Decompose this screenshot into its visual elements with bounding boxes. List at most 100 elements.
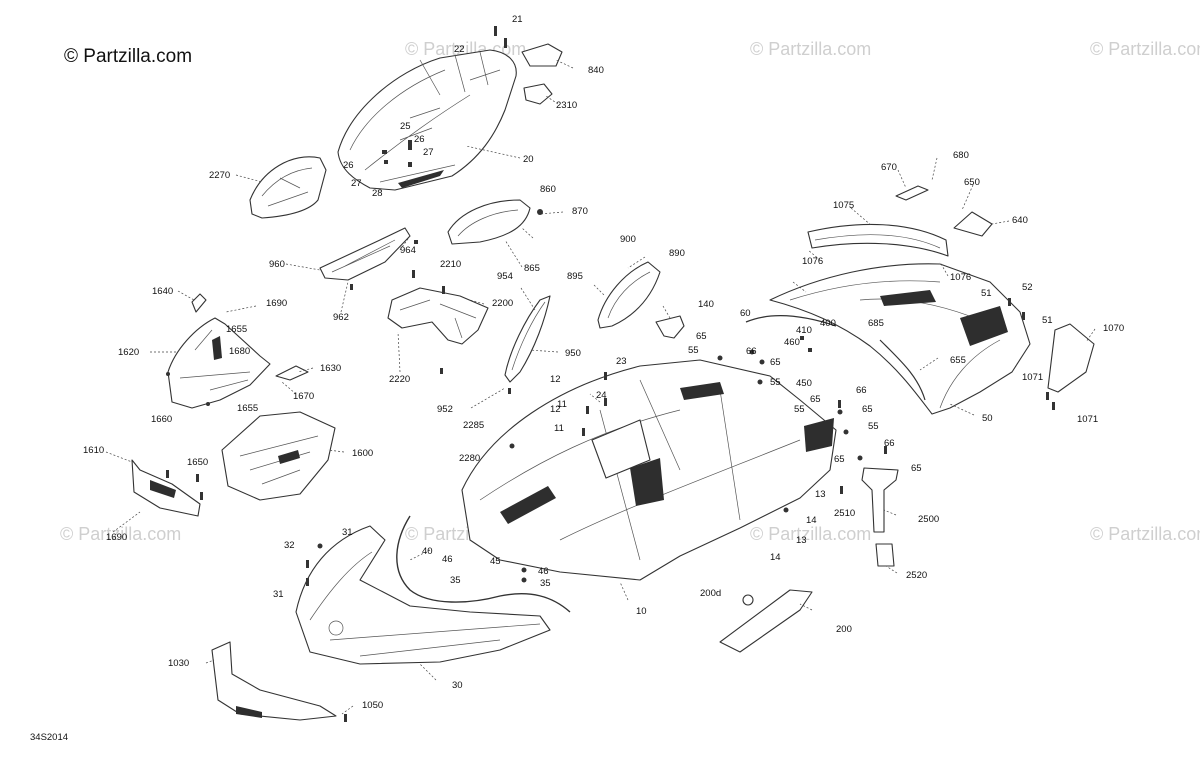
- callout-55[interactable]: 55: [794, 404, 805, 415]
- callout-24[interactable]: 24: [596, 390, 607, 401]
- callout-1610[interactable]: 1610: [83, 445, 104, 456]
- callout-964[interactable]: 964: [400, 245, 416, 256]
- callout-51[interactable]: 51: [981, 288, 992, 299]
- callout-11[interactable]: 11: [557, 399, 567, 410]
- callout-45[interactable]: 45: [490, 556, 501, 567]
- callout-2210[interactable]: 2210: [440, 259, 461, 270]
- callout-65[interactable]: 65: [862, 404, 873, 415]
- callout-26[interactable]: 26: [414, 134, 425, 145]
- callout-65[interactable]: 65: [834, 454, 845, 465]
- callout-31[interactable]: 31: [342, 527, 353, 538]
- callout-46[interactable]: 46: [538, 566, 549, 577]
- callout-50[interactable]: 50: [982, 413, 993, 424]
- callout-32[interactable]: 32: [284, 540, 295, 551]
- callout-22[interactable]: 22: [454, 44, 465, 55]
- callout-1655[interactable]: 1655: [237, 403, 258, 414]
- callout-1076[interactable]: 1076: [802, 256, 823, 267]
- callout-1630[interactable]: 1630: [320, 363, 341, 374]
- callout-2285[interactable]: 2285: [463, 420, 484, 431]
- callout-950[interactable]: 950: [565, 348, 581, 359]
- callout-900[interactable]: 900: [620, 234, 636, 245]
- callout-1670[interactable]: 1670: [293, 391, 314, 402]
- callout-65[interactable]: 65: [810, 394, 821, 405]
- callout-680[interactable]: 680: [953, 150, 969, 161]
- callout-2270[interactable]: 2270: [209, 170, 230, 181]
- callout-35[interactable]: 35: [450, 575, 461, 586]
- callout-2220[interactable]: 2220: [389, 374, 410, 385]
- callout-52[interactable]: 52: [1022, 282, 1033, 293]
- callout-65[interactable]: 65: [696, 331, 707, 342]
- callout-1690[interactable]: 1690: [106, 532, 127, 543]
- callout-14[interactable]: 14: [770, 552, 781, 563]
- callout-13[interactable]: 13: [815, 489, 826, 500]
- callout-200[interactable]: 200: [836, 624, 852, 635]
- callout-65[interactable]: 65: [911, 463, 922, 474]
- callout-66[interactable]: 66: [746, 346, 757, 357]
- callout-23[interactable]: 23: [616, 356, 627, 367]
- callout-860[interactable]: 860: [540, 184, 556, 195]
- callout-1071[interactable]: 1071: [1077, 414, 1098, 425]
- callout-1075[interactable]: 1075: [833, 200, 854, 211]
- callout-14[interactable]: 14: [806, 515, 817, 526]
- callout-1660[interactable]: 1660: [151, 414, 172, 425]
- callout-1655[interactable]: 1655: [226, 324, 247, 335]
- callout-12[interactable]: 12: [550, 404, 561, 415]
- callout-40[interactable]: 40: [422, 546, 433, 557]
- callout-2510[interactable]: 2510: [834, 508, 855, 519]
- callout-12[interactable]: 12: [550, 374, 561, 385]
- callout-2310[interactable]: 2310: [556, 100, 577, 111]
- callout-865[interactable]: 865: [524, 263, 540, 274]
- callout-1600[interactable]: 1600: [352, 448, 373, 459]
- callout-21[interactable]: 21: [512, 14, 523, 25]
- callout-400[interactable]: 400: [820, 318, 836, 329]
- callout-1070[interactable]: 1070: [1103, 323, 1124, 334]
- callout-200d[interactable]: 200d: [700, 588, 721, 599]
- callout-1690[interactable]: 1690: [266, 298, 287, 309]
- callout-670[interactable]: 670: [881, 162, 897, 173]
- callout-28[interactable]: 28: [372, 188, 383, 199]
- callout-66[interactable]: 66: [884, 438, 895, 449]
- callout-1030[interactable]: 1030: [168, 658, 189, 669]
- callout-410[interactable]: 410: [796, 325, 812, 336]
- callout-13[interactable]: 13: [796, 535, 807, 546]
- callout-1640[interactable]: 1640: [152, 286, 173, 297]
- callout-55[interactable]: 55: [688, 345, 699, 356]
- callout-25[interactable]: 25: [400, 121, 411, 132]
- callout-65[interactable]: 65: [770, 357, 781, 368]
- callout-66[interactable]: 66: [856, 385, 867, 396]
- callout-1680[interactable]: 1680: [229, 346, 250, 357]
- callout-2500[interactable]: 2500: [918, 514, 939, 525]
- callout-1050[interactable]: 1050: [362, 700, 383, 711]
- callout-870[interactable]: 870: [572, 206, 588, 217]
- callout-655[interactable]: 655: [950, 355, 966, 366]
- callout-2280[interactable]: 2280: [459, 453, 480, 464]
- callout-895[interactable]: 895: [567, 271, 583, 282]
- callout-27[interactable]: 27: [423, 147, 434, 158]
- callout-685[interactable]: 685: [868, 318, 884, 329]
- callout-1620[interactable]: 1620: [118, 347, 139, 358]
- callout-460[interactable]: 460: [784, 337, 800, 348]
- callout-890[interactable]: 890: [669, 248, 685, 259]
- callout-952[interactable]: 952: [437, 404, 453, 415]
- callout-35[interactable]: 35: [540, 578, 551, 589]
- callout-20[interactable]: 20: [523, 154, 534, 165]
- callout-450[interactable]: 450: [796, 378, 812, 389]
- callout-962[interactable]: 962: [333, 312, 349, 323]
- callout-960[interactable]: 960: [269, 259, 285, 270]
- callout-1650[interactable]: 1650: [187, 457, 208, 468]
- callout-640[interactable]: 640: [1012, 215, 1028, 226]
- callout-954[interactable]: 954: [497, 271, 513, 282]
- callout-55[interactable]: 55: [868, 421, 879, 432]
- callout-51[interactable]: 51: [1042, 315, 1053, 326]
- callout-840[interactable]: 840: [588, 65, 604, 76]
- callout-1076[interactable]: 1076: [950, 272, 971, 283]
- callout-11[interactable]: 11: [554, 423, 564, 434]
- callout-2520[interactable]: 2520: [906, 570, 927, 581]
- callout-650[interactable]: 650: [964, 177, 980, 188]
- callout-140[interactable]: 140: [698, 299, 714, 310]
- callout-1071[interactable]: 1071: [1022, 372, 1043, 383]
- callout-30[interactable]: 30: [452, 680, 463, 691]
- callout-10[interactable]: 10: [636, 606, 647, 617]
- callout-31[interactable]: 31: [273, 589, 284, 600]
- callout-27[interactable]: 27: [351, 178, 362, 189]
